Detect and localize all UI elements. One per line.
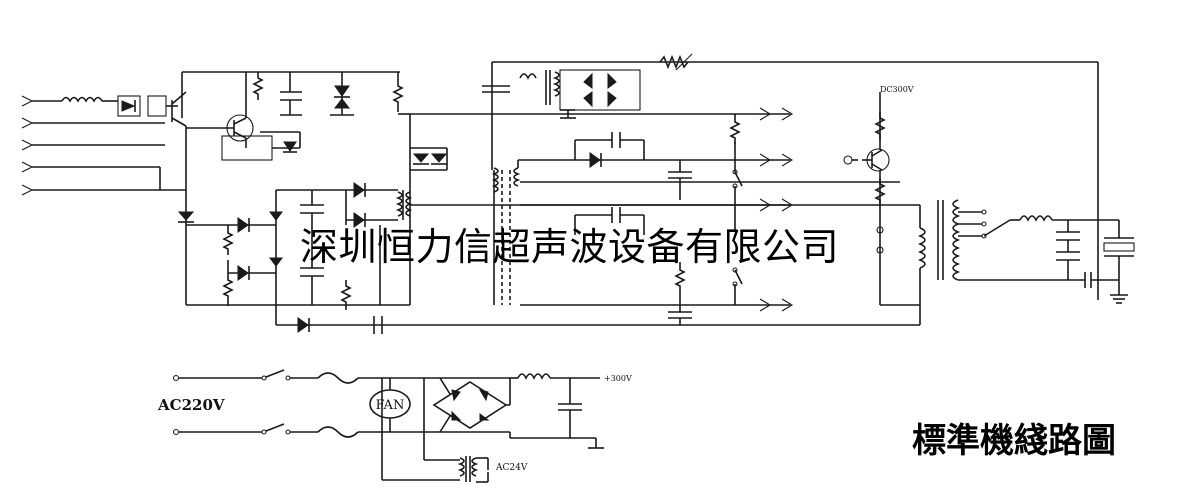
- ac24v-label: AC24V: [495, 463, 528, 473]
- plus300v-label: +300V: [604, 374, 632, 383]
- output-channels: [492, 107, 900, 325]
- ac220v-label: AC220V: [157, 396, 225, 414]
- left-lower-stage: [160, 189, 410, 325]
- power-transistor: [843, 92, 920, 306]
- low-voltage-transformer: AC24V: [381, 378, 528, 483]
- output-transformer: [917, 62, 1135, 325]
- company-watermark: 深圳恒力信超声波设备有限公司: [300, 225, 840, 269]
- fan-symbol: FAN: [369, 378, 411, 432]
- driver-stage: [171, 71, 411, 305]
- half-bridge: [276, 182, 920, 334]
- fan-label: FAN: [376, 398, 405, 413]
- dc300v-label: DC300V: [880, 85, 914, 94]
- dc-output-filter: +300V: [509, 373, 632, 449]
- input-terminals: [21, 95, 165, 196]
- bridge-rectifier: [432, 377, 511, 433]
- sheet-title: 標準機綫路圖: [912, 421, 1116, 461]
- auxiliary-rectifier: [482, 53, 1098, 119]
- mains-input: [172, 369, 510, 438]
- optocoupler: [117, 95, 178, 117]
